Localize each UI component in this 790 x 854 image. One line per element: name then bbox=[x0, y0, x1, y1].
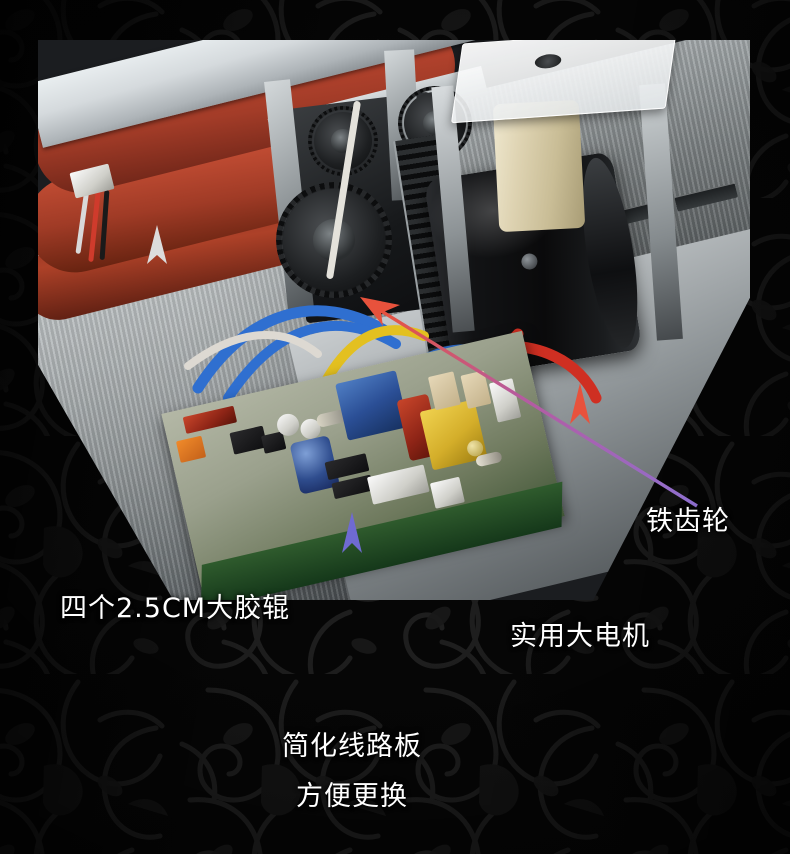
label-motor: 实用大电机 bbox=[510, 621, 650, 652]
label-rollers: 四个2.5CM大胶辊 bbox=[60, 593, 291, 624]
label-gear: 铁齿轮 bbox=[646, 506, 730, 537]
iron-gear-small bbox=[314, 112, 372, 170]
label-pcb-line1: 简化线路板 bbox=[282, 731, 422, 762]
plastic-spool bbox=[492, 99, 586, 233]
label-pcb-line2: 方便更换 bbox=[296, 781, 408, 812]
